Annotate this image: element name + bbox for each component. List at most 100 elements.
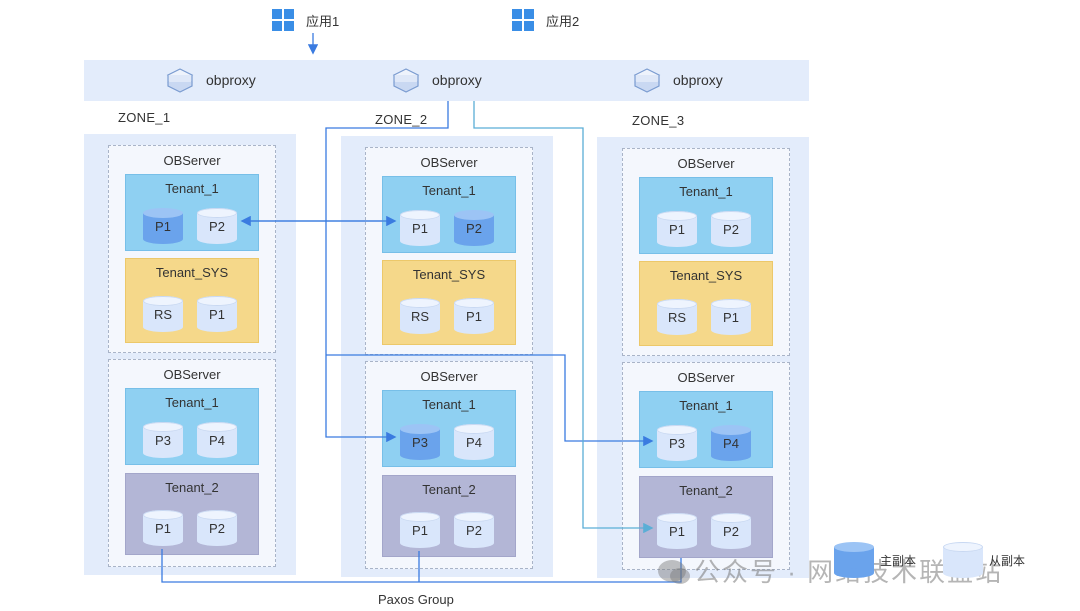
proxy-route [325,101,449,443]
replica-label: P2 [723,222,739,237]
replica-label: RS [410,309,430,324]
replica-label: P3 [155,433,171,448]
tenant-box: Tenant_SYS RS P1 [639,261,773,346]
tenant-title: Tenant_SYS [155,265,229,280]
tenant-box: Tenant_1 P1 P2 [125,174,259,251]
app-2-label: 应用2 [546,13,580,29]
tenant-box: Tenant_SYS RS P1 [125,258,259,343]
follower-replica: RS [143,296,183,332]
obproxy-label: obproxy [206,72,256,88]
tenant-title: Tenant_2 [679,483,733,498]
tenant-title: Tenant_1 [679,398,733,413]
replica-label: P2 [209,219,225,234]
follower-replica-legend-icon [943,542,983,578]
app-1-label: 应用1 [306,13,340,29]
follower-replica: RS [657,299,697,335]
replica-label: P1 [155,219,171,234]
tenant-title: Tenant_1 [165,395,219,410]
replica-label: RS [667,310,687,325]
follower-replica: P4 [197,422,237,458]
proxy-icon [166,68,194,93]
replica-label: P1 [155,521,171,536]
replica-label: P3 [669,436,685,451]
replica-label: P1 [466,309,482,324]
replica-label: P1 [209,307,225,322]
legend-leader: 主副本 [834,542,916,578]
replica-label: P4 [209,433,225,448]
obproxy-label: obproxy [432,72,482,88]
observer-title: OBServer [677,370,735,385]
follower-replica: P3 [657,425,697,461]
follower-replica: P1 [400,512,440,548]
follower-replica: P1 [657,513,697,549]
windows-icon [272,9,294,31]
leader-replica-legend-icon [834,542,874,578]
follower-replica: P3 [143,422,183,458]
zone-2-label: ZONE_2 [375,112,428,127]
tenant-box: Tenant_1 P3 P4 [639,391,773,468]
tenant-title: Tenant_SYS [669,268,743,283]
legend-follower: 从副本 [943,542,1025,578]
tenant-title: Tenant_1 [422,183,476,198]
tenant-title: Tenant_1 [165,181,219,196]
proxy-icon [633,68,661,93]
replica-label: P2 [723,524,739,539]
replica-label: P4 [723,436,739,451]
follower-replica: P4 [454,424,494,460]
observer-title: OBServer [420,155,478,170]
zone-1-label: ZONE_1 [118,110,171,125]
tenant-box: Tenant_2 P1 P2 [382,475,516,557]
follower-replica: P2 [197,510,237,546]
follower-replica: RS [400,298,440,334]
tenant-title: Tenant_1 [679,184,733,199]
legend-follower-label: 从副本 [989,553,1026,568]
tenant-box: Tenant_2 P1 P2 [125,473,259,555]
app-1: 应用1 [272,9,339,31]
proxy-bar [84,60,809,101]
follower-replica: P1 [400,210,440,246]
follower-replica: P2 [197,208,237,244]
tenant-box: Tenant_2 P1 P2 [639,476,773,558]
tenant-box: Tenant_1 P3 P4 [382,390,516,467]
leader-replica: P1 [143,208,183,244]
replica-label: P2 [466,221,482,236]
zone-3-label: ZONE_3 [632,113,685,128]
replica-label: P1 [412,523,428,538]
replica-label: P3 [412,435,428,450]
paxos-group-label: Paxos Group [378,592,454,607]
obproxy-label: obproxy [673,72,723,88]
proxy-route [326,354,654,447]
proxy-icon [392,68,420,93]
leader-replica: P4 [711,425,751,461]
follower-replica: P1 [197,296,237,332]
observer-title: OBServer [677,156,735,171]
tenant-title: Tenant_2 [422,482,476,497]
proxy-route [473,101,654,534]
follower-replica: P1 [454,298,494,334]
follower-replica: P2 [454,512,494,548]
tenant-title: Tenant_2 [165,480,219,495]
follower-replica: P2 [711,211,751,247]
tenant-box: Tenant_SYS RS P1 [382,260,516,345]
replica-label: P1 [669,222,685,237]
replica-label: P2 [466,523,482,538]
observer-title: OBServer [163,153,221,168]
leader-replica: P2 [454,210,494,246]
observer-title: OBServer [163,367,221,382]
tenant-box: Tenant_1 P3 P4 [125,388,259,465]
follower-replica: P1 [143,510,183,546]
replica-label: P1 [669,524,685,539]
observer-title: OBServer [420,369,478,384]
app-2: 应用2 [512,9,579,31]
replica-label: P1 [412,221,428,236]
tenant-box: Tenant_1 P1 P2 [639,177,773,254]
tenant-title: Tenant_1 [422,397,476,412]
replica-label: RS [153,307,173,322]
tenant-title: Tenant_SYS [412,267,486,282]
replica-label: P4 [466,435,482,450]
obproxy-1: obproxy [166,67,256,93]
follower-replica: P2 [711,513,751,549]
follower-replica: P1 [657,211,697,247]
windows-icon [512,9,534,31]
